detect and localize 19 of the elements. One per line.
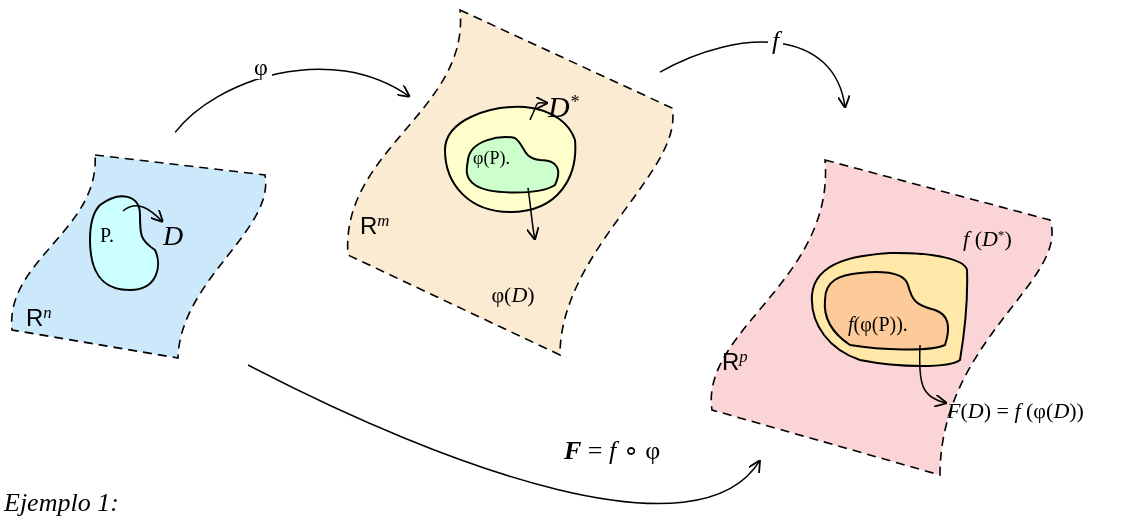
- point-label: f(φ(P)).: [848, 314, 908, 334]
- point-label: P.: [100, 225, 114, 245]
- arrow: [525, 187, 540, 241]
- math-label: D$^{*}$: [548, 92, 604, 132]
- arrow: [174, 68, 411, 134]
- caption-text: Ejemplo 1:: [4, 490, 119, 516]
- math-label: f (D$^{*}$): [963, 228, 1053, 268]
- arrow: [918, 344, 948, 407]
- arrow: [122, 205, 164, 223]
- arrow: [659, 41, 850, 109]
- arrow: [247, 364, 761, 504]
- math-label: D: [163, 222, 195, 256]
- space-name: R$^{m}$: [360, 214, 390, 238]
- point-label: φ(P).: [473, 149, 510, 167]
- space-name: R$^{n}$: [26, 306, 52, 330]
- space-name: R$^{p}$: [722, 350, 748, 374]
- arrow: [529, 95, 549, 121]
- edge-label: f: [768, 28, 784, 54]
- math-label: φ(D): [478, 240, 548, 306]
